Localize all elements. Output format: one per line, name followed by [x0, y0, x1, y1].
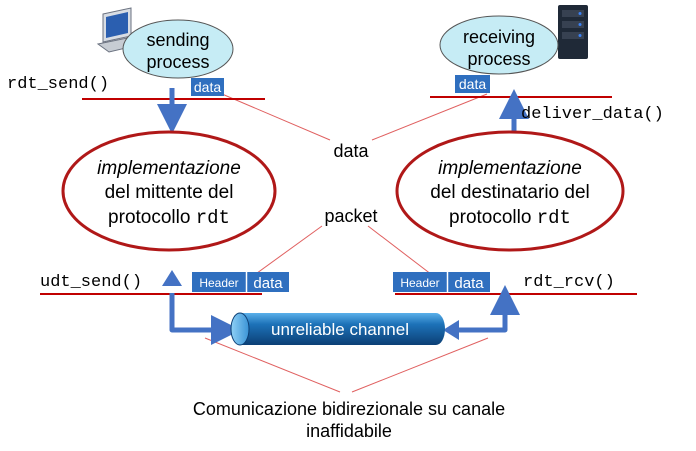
flow-arrows — [157, 88, 529, 345]
sender-protocol-ellipse — [61, 130, 277, 252]
receiver-data-tag-label: data — [459, 76, 486, 92]
sender-data-tag — [191, 78, 224, 96]
sender-data-tag-label: data — [194, 79, 221, 95]
sending-process-line2: process — [146, 52, 209, 72]
receiver-protocol-ellipse — [395, 130, 625, 252]
sender-header-label: Header — [199, 276, 238, 290]
rdt-send-label: rdt_send() — [7, 75, 109, 94]
sender-protocol-line3: protocollo rdt — [108, 207, 230, 229]
receiving-process-line1: receiving — [463, 27, 535, 47]
receiver-protocol-line2: del destinatario del — [430, 182, 590, 203]
sender-to-channel-arrow — [169, 293, 241, 345]
data-label: data — [333, 141, 369, 161]
sending-process-bubble — [122, 19, 234, 79]
receiver-protocol-line1: implementazione — [438, 158, 582, 179]
sender-protocol-line2: del mittente del — [105, 182, 234, 203]
sender-upward-arrowhead — [162, 270, 182, 286]
sender-protocol-line1: implementazione — [97, 158, 241, 179]
channel-label: unreliable channel — [271, 320, 409, 339]
sending-process-line1: sending — [146, 30, 209, 50]
receiving-process-line2: process — [467, 49, 530, 69]
receiver-header-label: Header — [400, 276, 439, 290]
sender-packet-tag: Header data — [192, 272, 289, 292]
packet-label: packet — [324, 206, 377, 226]
unreliable-channel: unreliable channel — [230, 312, 445, 346]
caption-line1: Comunicazione bidirezionale su canale — [193, 399, 505, 419]
caption-line2: inaffidabile — [306, 421, 392, 441]
data-connector-lines — [204, 93, 489, 393]
receiver-data-tag — [455, 75, 490, 93]
rdt-rcv-label: rdt_rcv() — [523, 273, 615, 292]
deliver-data-label: deliver_data() — [521, 105, 664, 124]
channel-to-receiver-arrow — [450, 285, 520, 333]
udt-send-label: udt_send() — [40, 273, 142, 292]
sender-packet-data-label: data — [253, 275, 283, 292]
receiver-packet-tag: Header data — [393, 272, 490, 292]
server-icon — [558, 5, 588, 59]
receiving-process-bubble — [439, 15, 559, 75]
receiver-protocol-line3: protocollo rdt — [449, 207, 571, 229]
receiver-packet-data-label: data — [454, 275, 484, 292]
receiver-left-arrowhead — [443, 320, 459, 340]
